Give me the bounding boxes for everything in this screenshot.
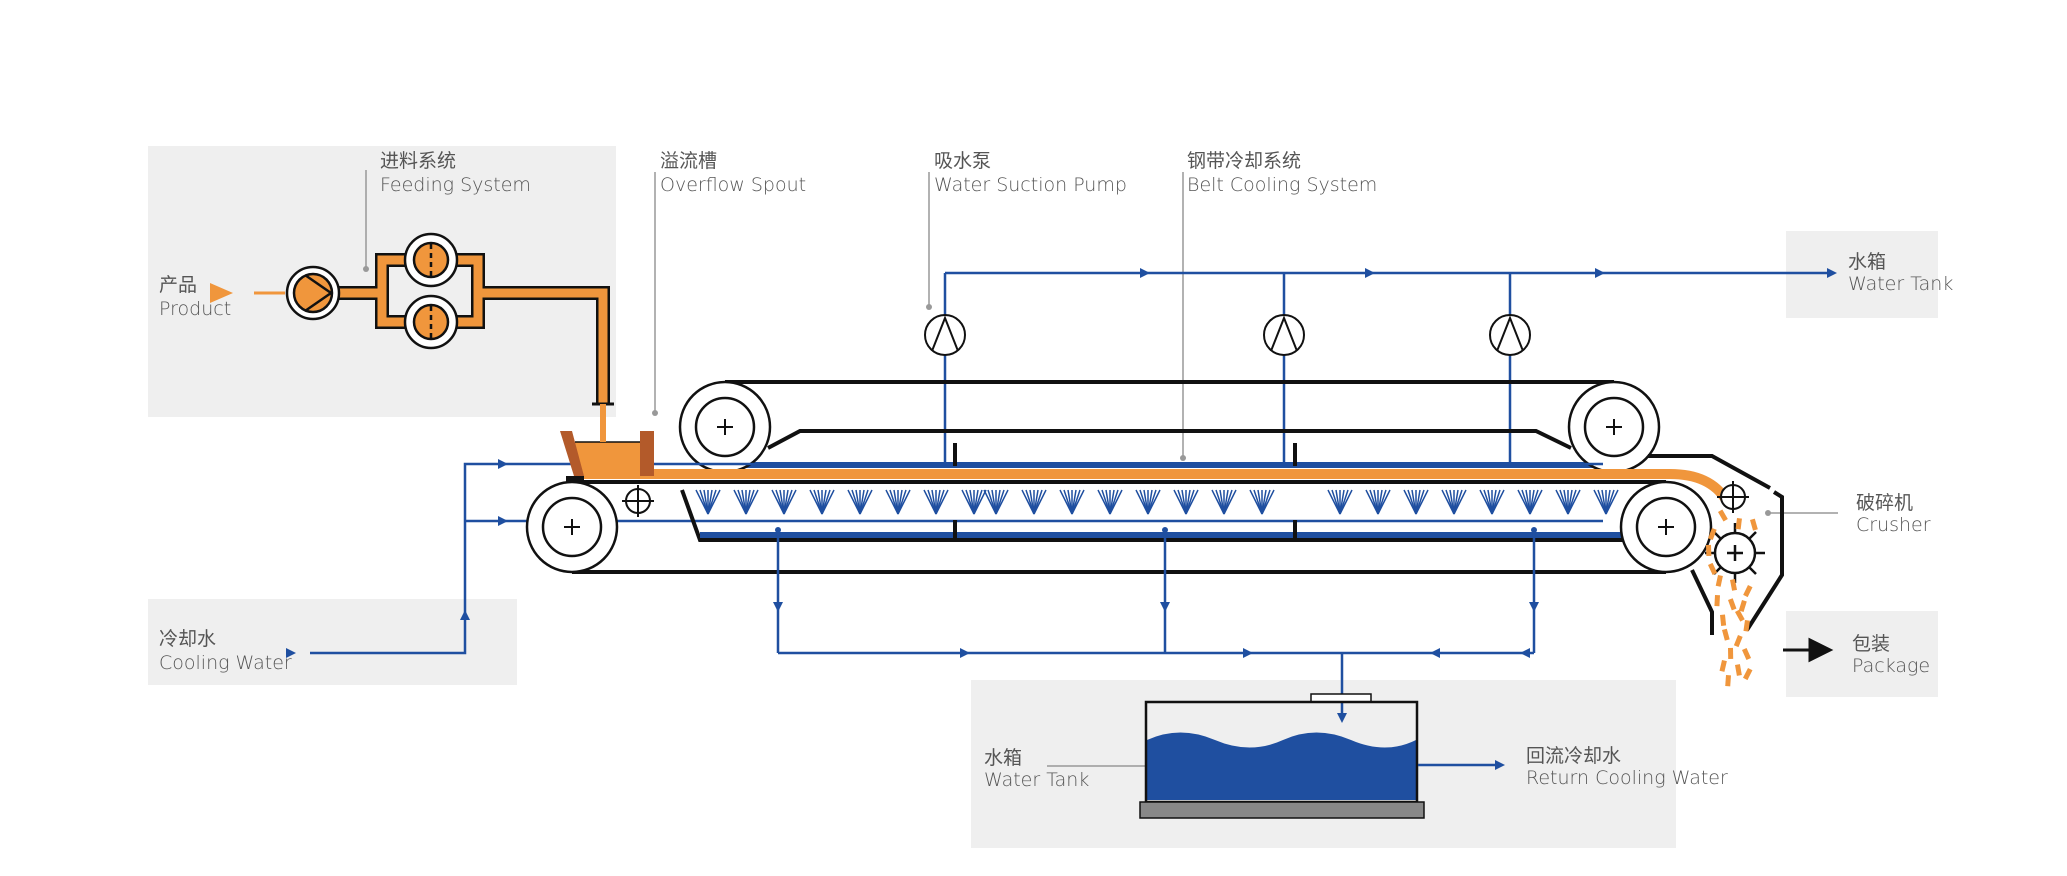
product-chip xyxy=(1708,528,1717,541)
product-chip xyxy=(1733,634,1743,648)
product-chip xyxy=(1719,659,1727,672)
water-tank-top-panel xyxy=(1786,231,1938,318)
product-chip xyxy=(1735,518,1742,530)
product-chip xyxy=(1720,614,1727,626)
package-arrow-icon xyxy=(1783,637,1834,663)
spray-nozzle xyxy=(707,489,721,515)
spray-nozzle xyxy=(1033,489,1047,515)
spray-nozzle xyxy=(745,489,759,515)
product-arrow-icon xyxy=(210,283,233,303)
cooling-water-panel xyxy=(148,599,517,685)
product-chip xyxy=(1725,675,1731,687)
product-chip xyxy=(1728,598,1737,611)
product-chip xyxy=(1743,585,1753,598)
spray-nozzle xyxy=(1185,489,1199,515)
cooling-water-inlet xyxy=(286,443,1603,658)
product-chip xyxy=(1743,668,1753,681)
product-chip xyxy=(1708,562,1718,575)
feeding-system xyxy=(210,232,614,406)
product-chip xyxy=(1735,664,1742,676)
spray-nozzle xyxy=(995,489,1009,515)
spray-nozzle xyxy=(783,489,797,515)
spray-nozzle xyxy=(821,489,835,515)
spray-nozzle xyxy=(973,489,987,515)
spray-nozzle xyxy=(1147,489,1161,515)
spray-nozzle xyxy=(1377,489,1391,515)
spray-nozzle xyxy=(1109,489,1123,515)
product-chip xyxy=(1728,647,1734,659)
spray-nozzle xyxy=(1453,489,1467,515)
product-chip xyxy=(1735,609,1745,622)
leader-lines xyxy=(363,170,1838,769)
spray-nozzle xyxy=(935,489,949,515)
suction-pump-icon xyxy=(1489,314,1531,356)
spray-nozzles xyxy=(695,489,1619,515)
product-chip xyxy=(1743,620,1750,632)
product-chip xyxy=(1714,595,1720,607)
product-chip xyxy=(1706,544,1712,556)
water-tank xyxy=(1139,693,1505,819)
spray-nozzle xyxy=(1605,489,1619,515)
product-chip xyxy=(1750,518,1758,531)
spray-nozzle xyxy=(1567,489,1581,515)
product-chip xyxy=(1730,579,1738,591)
spray-nozzle xyxy=(1261,489,1275,515)
product-chip xyxy=(1742,647,1752,661)
spray-nozzle xyxy=(859,489,873,515)
spray-nozzle xyxy=(1339,489,1353,515)
crusher xyxy=(1648,454,1784,687)
suction-pump-icon xyxy=(924,314,966,356)
product-chip xyxy=(1738,599,1747,612)
product-chip xyxy=(1715,574,1723,587)
spray-nozzle xyxy=(1223,489,1237,515)
return-lines xyxy=(773,527,1539,723)
spray-nozzle xyxy=(1529,489,1543,515)
spray-nozzle xyxy=(1071,489,1085,515)
suction-pump-icon xyxy=(1263,314,1305,356)
product-chip xyxy=(1718,509,1728,522)
spray-nozzle xyxy=(1491,489,1505,515)
upper-belt xyxy=(678,380,1661,474)
product-chip xyxy=(1722,628,1730,641)
spray-nozzle xyxy=(897,489,911,515)
spray-nozzle xyxy=(1415,489,1429,515)
